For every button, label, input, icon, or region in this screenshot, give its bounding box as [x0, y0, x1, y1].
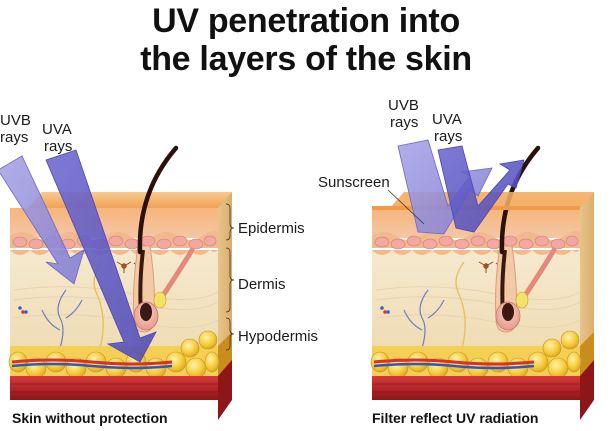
uvb-label-left-1: UVB: [0, 112, 31, 129]
uvb-ray-left: [0, 155, 85, 285]
sunscreen-pointer: [387, 189, 425, 225]
uva-ray-right: [437, 145, 525, 233]
dermis-label: Dermis: [238, 276, 286, 293]
skin-block-right: [371, 148, 594, 420]
uvb-label-left-2: rays: [0, 129, 29, 146]
title-line-2: the layers of the skin: [140, 40, 472, 78]
epidermis-label: Epidermis: [238, 220, 305, 237]
uvb-label-right-2: rays: [390, 114, 419, 131]
layer-brackets: [225, 203, 235, 351]
uvb-ray-right: [397, 139, 493, 235]
uva-label-left-1: UVA: [42, 121, 72, 138]
hypodermis-label: Hypodermis: [238, 328, 319, 345]
sunscreen-label: Sunscreen: [318, 174, 390, 191]
uvb-label-right-1: UVB: [388, 97, 419, 114]
caption-right: Filter reflect UV radiation: [372, 410, 539, 426]
uva-ray-left: [45, 149, 157, 363]
uva-label-right-1: UVA: [432, 111, 462, 128]
uva-label-left-2: rays: [44, 138, 73, 155]
title-line-1: UV penetration into: [152, 2, 460, 40]
uva-label-right-2: rays: [434, 128, 463, 145]
caption-left: Skin without protection: [12, 410, 168, 426]
